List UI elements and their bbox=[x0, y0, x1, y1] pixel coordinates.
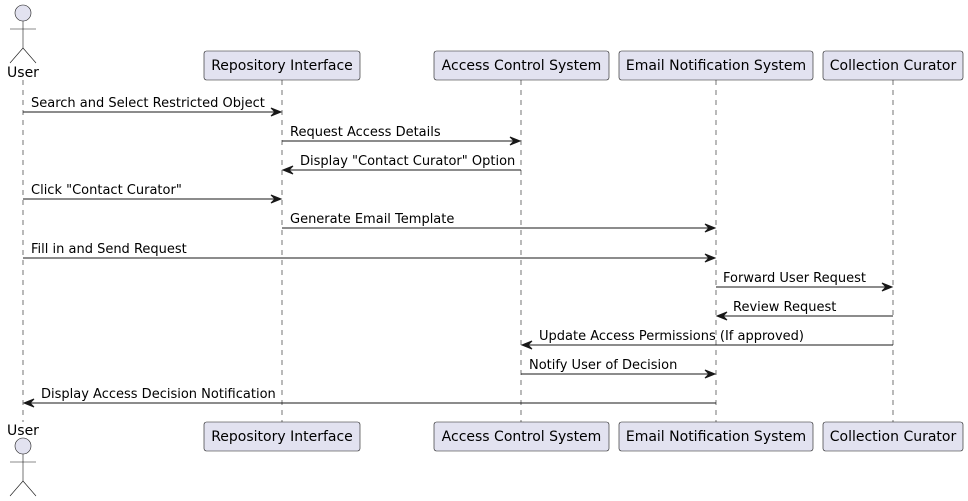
participant-label: Collection Curator bbox=[830, 429, 957, 445]
message-label: Display "Contact Curator" Option bbox=[300, 154, 515, 169]
participant-repository-interface-bottom: Repository Interface bbox=[203, 421, 361, 452]
message-label: Search and Select Restricted Object bbox=[31, 96, 265, 111]
message-label: Click "Contact Curator" bbox=[31, 183, 182, 198]
participant-access-control-system-bottom: Access Control System bbox=[433, 421, 610, 452]
message-label: Forward User Request bbox=[723, 271, 866, 286]
message-5: Generate Email Template bbox=[282, 212, 717, 233]
message-label: Request Access Details bbox=[290, 125, 441, 140]
participant-label: Collection Curator bbox=[830, 58, 957, 74]
participant-label: Email Notification System bbox=[626, 58, 806, 74]
message-2: Request Access Details bbox=[282, 125, 522, 146]
participant-repository-interface-top: Repository Interface bbox=[203, 50, 361, 81]
message-label: Notify User of Decision bbox=[529, 358, 677, 373]
message-11: Display Access Decision Notification bbox=[22, 387, 716, 408]
message-label: Generate Email Template bbox=[290, 212, 454, 227]
participant-collection-curator-bottom: Collection Curator bbox=[822, 421, 964, 452]
participant-label: Email Notification System bbox=[626, 429, 806, 445]
message-10: Notify User of Decision bbox=[521, 358, 717, 379]
message-1: Search and Select Restricted Object bbox=[23, 96, 283, 117]
participant-label: Repository Interface bbox=[211, 58, 353, 74]
message-label: Review Request bbox=[733, 300, 836, 315]
message-7: Forward User Request bbox=[716, 271, 894, 292]
message-3: Display "Contact Curator" Option bbox=[281, 154, 521, 175]
participant-email-notification-system-top: Email Notification System bbox=[618, 50, 814, 81]
participant-label: Access Control System bbox=[442, 58, 602, 74]
message-label: Update Access Permissions (If approved) bbox=[539, 329, 804, 344]
actor-user-bottom: User bbox=[7, 423, 39, 497]
actor-figure-icon bbox=[9, 437, 37, 497]
message-4: Click "Contact Curator" bbox=[23, 183, 283, 204]
actor-figure-icon bbox=[9, 4, 37, 64]
message-label: Fill in and Send Request bbox=[31, 242, 187, 257]
message-9: Update Access Permissions (If approved) bbox=[520, 329, 893, 350]
actor-label: User bbox=[7, 423, 39, 439]
participant-collection-curator-top: Collection Curator bbox=[822, 50, 964, 81]
participant-email-notification-system-bottom: Email Notification System bbox=[618, 421, 814, 452]
message-6: Fill in and Send Request bbox=[23, 242, 717, 263]
participant-label: Access Control System bbox=[442, 429, 602, 445]
message-8: Review Request bbox=[715, 300, 893, 321]
actor-label: User bbox=[7, 65, 39, 81]
message-label: Display Access Decision Notification bbox=[41, 387, 276, 402]
participant-access-control-system-top: Access Control System bbox=[433, 50, 610, 81]
actor-user-top: User bbox=[7, 4, 39, 81]
participant-label: Repository Interface bbox=[211, 429, 353, 445]
